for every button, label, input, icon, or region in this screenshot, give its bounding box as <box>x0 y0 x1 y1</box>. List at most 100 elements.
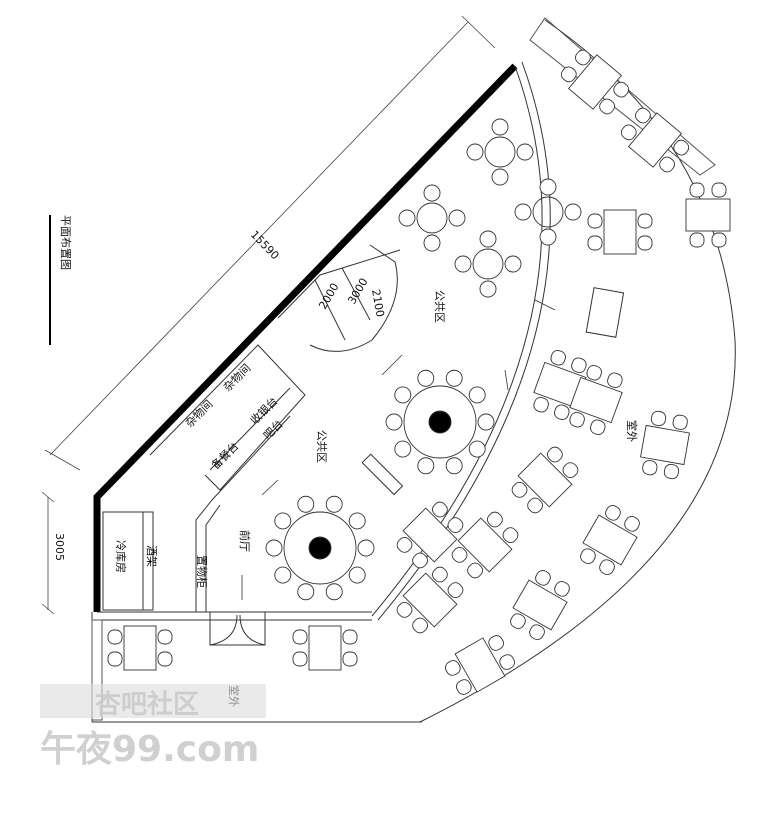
square-table <box>569 376 623 424</box>
round-table <box>416 202 448 234</box>
round-table <box>484 136 516 168</box>
chair <box>107 651 123 667</box>
chair <box>672 414 688 430</box>
square-table <box>123 625 157 671</box>
round-table <box>283 511 357 585</box>
chair <box>514 203 532 221</box>
square-table <box>454 637 506 693</box>
plan-title: 平面布置图 <box>59 215 72 270</box>
square-table-set <box>587 209 653 255</box>
square-table-set <box>640 410 690 480</box>
chair <box>417 457 435 475</box>
chair <box>711 182 727 198</box>
chair <box>479 230 497 248</box>
chair <box>539 178 557 196</box>
label-prep: 备餐台 <box>208 439 241 472</box>
chair <box>491 168 509 186</box>
chair <box>533 396 549 413</box>
chair <box>642 460 658 476</box>
chair <box>607 372 623 389</box>
chair <box>689 182 705 198</box>
chair <box>432 566 448 583</box>
square-table <box>582 514 638 566</box>
label-shelf: 置物柜 <box>195 555 209 588</box>
chair <box>417 369 435 387</box>
chair <box>673 139 690 156</box>
table-center <box>308 536 332 560</box>
dimension-diagonal <box>44 15 496 471</box>
furniture <box>107 49 731 695</box>
chair <box>562 462 579 478</box>
chair <box>423 184 441 202</box>
chair <box>451 547 468 563</box>
chair <box>613 81 630 98</box>
chair <box>511 482 528 498</box>
chair <box>499 654 515 670</box>
chair <box>448 209 466 227</box>
label-cold-storage: 冷库房 <box>114 540 127 573</box>
watermark-bar <box>40 684 266 718</box>
chair <box>689 232 705 248</box>
chair <box>342 651 358 667</box>
square-table <box>627 112 683 168</box>
square-table-set <box>560 49 630 115</box>
stair-dim-a: 2100 <box>369 288 387 318</box>
chair <box>466 143 484 161</box>
chair <box>467 562 483 579</box>
chair <box>539 228 557 246</box>
chair <box>620 124 637 141</box>
chair <box>599 98 615 115</box>
chair <box>456 679 472 695</box>
chair <box>385 413 403 431</box>
chair <box>599 559 615 575</box>
square-table <box>640 424 690 466</box>
chair <box>637 235 653 251</box>
chair <box>423 234 441 252</box>
chair <box>586 365 602 381</box>
dimension-left <box>41 491 55 615</box>
square-table-set <box>580 505 640 575</box>
square-table <box>402 572 458 628</box>
chair <box>637 213 653 229</box>
square-table-set <box>292 625 358 671</box>
chair <box>468 386 486 404</box>
label-front-hall: 前厅 <box>238 530 252 552</box>
chair <box>445 660 461 676</box>
chair <box>504 255 522 273</box>
chair <box>487 511 503 528</box>
square-table-set <box>533 350 587 420</box>
square-table-set <box>396 566 464 634</box>
chair <box>107 629 123 645</box>
dimension-left-label: 3005 <box>53 533 66 561</box>
chair <box>445 457 463 475</box>
chair <box>624 516 640 532</box>
chair <box>575 49 591 66</box>
chair <box>605 505 621 521</box>
chair <box>157 651 173 667</box>
chair <box>454 255 472 273</box>
chair <box>394 386 412 404</box>
round-table <box>403 385 477 459</box>
chair <box>650 410 667 427</box>
chair <box>535 570 551 586</box>
chair <box>398 209 416 227</box>
chair <box>547 446 563 463</box>
chair <box>635 107 651 124</box>
square-table-set <box>396 501 464 569</box>
chair <box>394 440 412 458</box>
square-table-set <box>510 570 570 640</box>
outline <box>91 17 736 723</box>
chair <box>325 495 343 513</box>
chair <box>510 613 526 629</box>
chair <box>297 583 315 601</box>
chair <box>554 404 570 420</box>
chair <box>527 497 543 514</box>
chair <box>587 235 603 251</box>
square-table-set <box>451 511 519 579</box>
chair <box>580 548 596 564</box>
chair <box>357 539 375 557</box>
chair <box>447 582 464 598</box>
chair <box>412 617 428 634</box>
chair <box>274 512 292 530</box>
chair <box>432 501 448 518</box>
